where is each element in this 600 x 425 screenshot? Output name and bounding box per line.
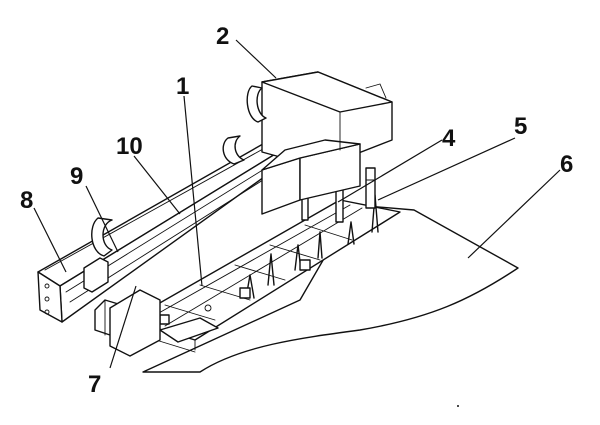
callout-4: 4: [442, 125, 456, 152]
callout-9: 9: [70, 163, 83, 190]
base-frame: [129, 199, 401, 353]
callout-10: 10: [116, 133, 143, 160]
rail-motors: [91, 135, 245, 257]
stray-dot: [457, 405, 459, 407]
callout-1: 1: [176, 73, 189, 100]
sheet-plate: [142, 204, 519, 373]
callout-8: 8: [20, 187, 33, 214]
callout-5: 5: [514, 113, 527, 140]
head-unit: [246, 71, 393, 215]
callout-7: 7: [88, 371, 101, 398]
leader-lines: [33, 39, 561, 369]
callout-2: 2: [216, 23, 229, 50]
side-block: [109, 289, 161, 357]
callout-labels: 1 2 4 5 6 7 8 9 10: [20, 23, 573, 398]
callout-6: 6: [560, 151, 573, 178]
